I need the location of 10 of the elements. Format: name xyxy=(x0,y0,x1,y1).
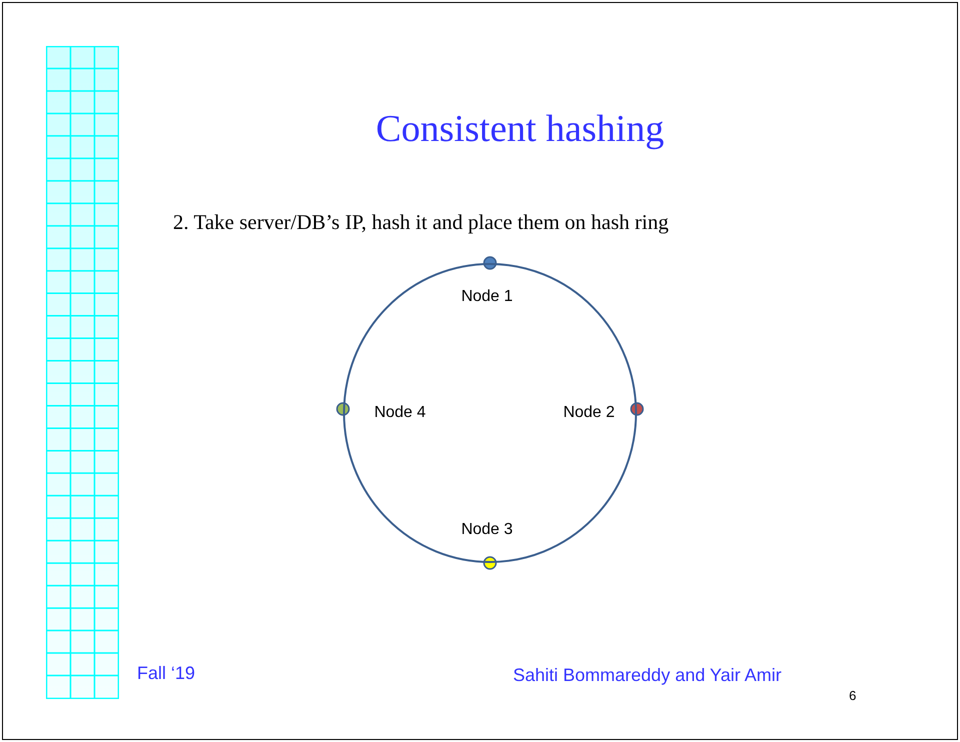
footer-authors: Sahiti Bommareddy and Yair Amir xyxy=(513,664,782,687)
node-label: Node 3 xyxy=(461,522,513,538)
slide-title: Consistent hashing xyxy=(374,107,666,152)
slide-number: 6 xyxy=(849,687,856,705)
node-label: Node 1 xyxy=(461,289,513,305)
footer-date: Fall ‘19 xyxy=(137,662,196,685)
hash-ring xyxy=(343,263,637,563)
node-label: Node 4 xyxy=(374,405,426,421)
bullet-text: 2. Take server/DB’s IP, hash it and place them on hash ring xyxy=(173,209,669,236)
node-label: Node 2 xyxy=(563,405,615,421)
